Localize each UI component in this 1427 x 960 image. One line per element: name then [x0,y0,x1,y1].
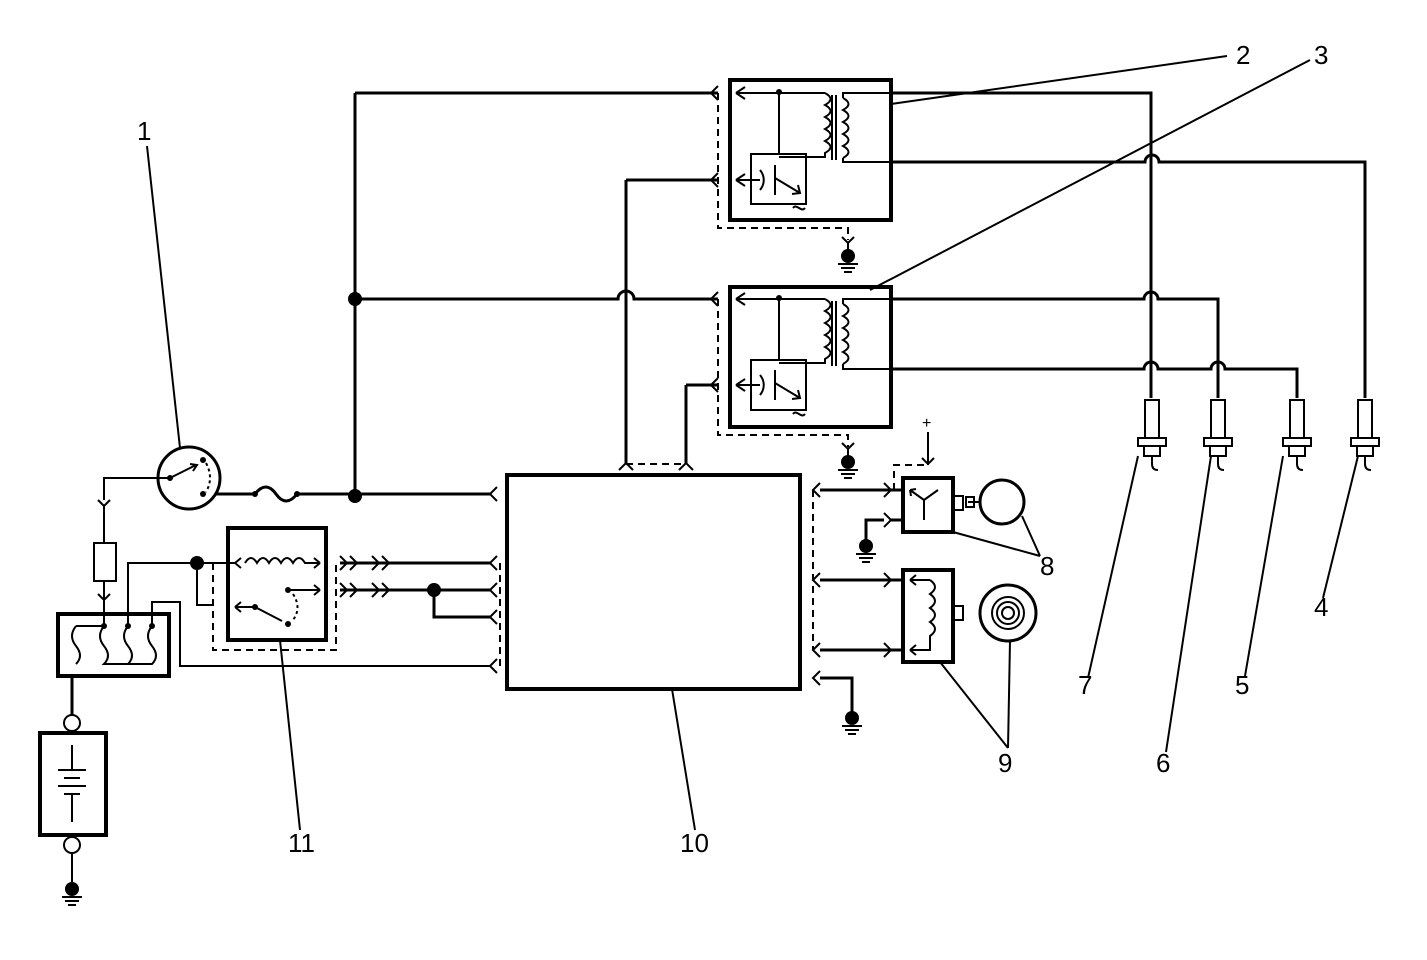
spark-plugs [1137,399,1380,471]
ecm-right-wires [811,482,890,735]
callout-4: 4 [1314,592,1328,622]
callout-3: 3 [1314,40,1328,70]
callout-9: 9 [998,748,1012,778]
callout-1: 1 [137,116,151,146]
callout-7: 7 [1078,670,1092,700]
cam-sensor [856,432,1026,563]
battery [38,714,108,906]
callout-11: 11 [288,828,315,858]
spark-plug-6 [1203,399,1233,471]
callout-8: 8 [1040,551,1054,581]
spark-plug-7 [1137,399,1167,471]
connector-chevrons [488,85,719,502]
callout-2: 2 [1236,40,1250,70]
wires [210,91,718,496]
spark-plug-5 [1282,399,1312,471]
relay [190,526,501,674]
spark-plug-4 [1350,399,1380,471]
junction-dot [348,489,362,503]
junction-dot [348,292,362,306]
coil-pack-upper [717,78,893,273]
ignition-switch [93,445,300,602]
leader-lines [146,55,1359,831]
plus-sign: + [922,415,931,432]
callout-6: 6 [1156,748,1170,778]
crank-sensor [883,568,1038,664]
callout-labels: 1 2 3 4 5 6 7 8 9 10 11 + [137,40,1328,858]
fuse-block [56,562,490,715]
ecm-module [505,463,802,691]
callout-5: 5 [1235,670,1249,700]
coil-pack-lower [717,285,893,479]
callout-10: 10 [680,828,709,858]
